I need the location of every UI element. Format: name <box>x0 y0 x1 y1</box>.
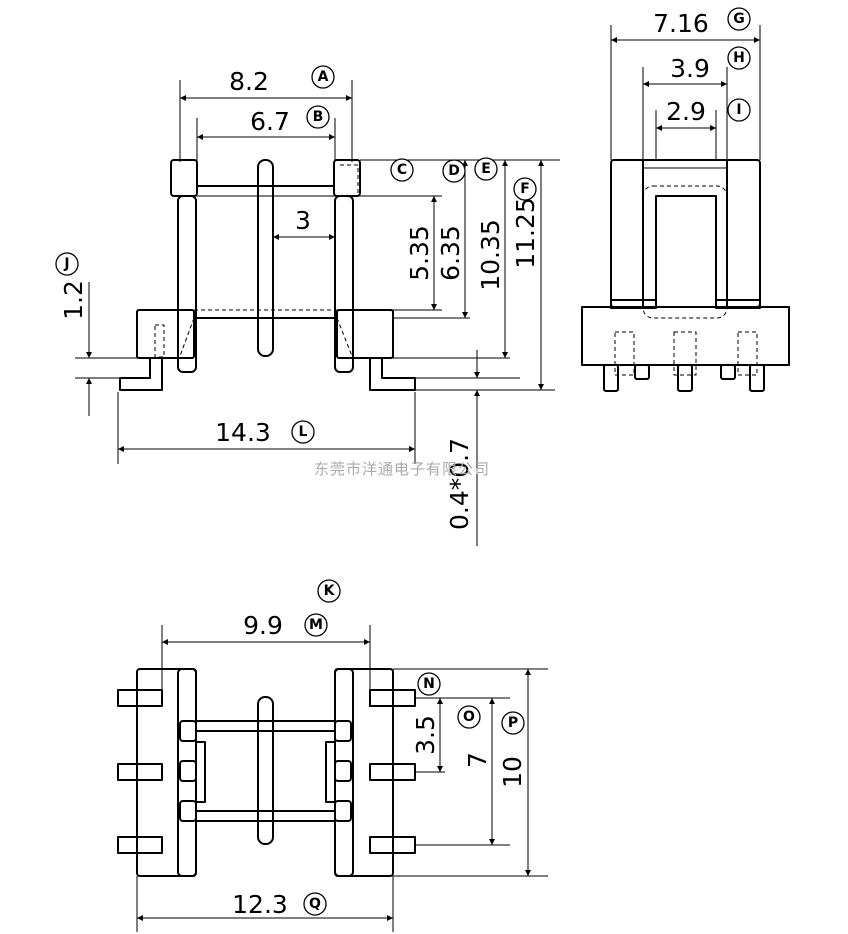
dim-6-35: 6.35 <box>436 225 465 281</box>
left-pin <box>119 358 163 391</box>
dim-8-2: 8.2 <box>229 67 269 96</box>
dim-12-3: 12.3 <box>232 890 288 919</box>
svg-text:C: C <box>397 162 407 178</box>
svg-text:I: I <box>736 102 741 118</box>
left-base-block <box>136 309 195 359</box>
side-base <box>581 306 790 366</box>
svg-text:J: J <box>63 256 69 272</box>
svg-text:K: K <box>324 583 336 599</box>
svg-text:E: E <box>481 161 491 177</box>
tag-h: H <box>727 46 751 70</box>
dim-3-9: 3.9 <box>670 54 710 83</box>
right-base-block <box>336 309 394 359</box>
tag-p: P <box>501 711 525 735</box>
bottom-center-divider <box>257 696 274 845</box>
svg-text:L: L <box>299 424 308 440</box>
bottom-view-dimensions: K 9.9 M 3.5 O N 7 10 P 12.3 Q <box>136 579 548 932</box>
svg-text:H: H <box>733 50 745 66</box>
dim-7: 7 <box>463 752 492 768</box>
dim-9-9: 9.9 <box>243 611 283 640</box>
tag-a: A <box>311 65 335 89</box>
svg-text:P: P <box>508 715 518 731</box>
dim-3-5: 3.5 <box>411 715 440 755</box>
dim-0-4x0-7: 0.4*0.7 <box>445 438 474 530</box>
tag-e: E <box>474 157 498 181</box>
dim-7-16: 7.16 <box>653 9 709 38</box>
tag-b: B <box>306 105 330 129</box>
svg-text:Q: Q <box>309 896 321 912</box>
top-left-flange <box>170 159 198 197</box>
tag-c: C <box>390 158 414 182</box>
watermark-text: 东莞市洋通电子有限公司 <box>314 460 490 478</box>
dim-3: 3 <box>295 206 311 235</box>
dim-10-35: 10.35 <box>476 219 505 291</box>
tag-q: Q <box>303 892 327 916</box>
front-view <box>119 159 416 391</box>
dim-5-35: 5.35 <box>405 225 434 281</box>
tag-d: D <box>442 159 466 183</box>
tag-k: K <box>317 579 341 603</box>
svg-text:B: B <box>313 109 324 125</box>
dim-11-25: 11.25 <box>511 197 540 269</box>
svg-text:O: O <box>463 709 475 725</box>
dim-1-2: 1.2 <box>59 280 88 320</box>
svg-text:A: A <box>318 69 329 85</box>
bottom-left-flange <box>136 668 197 877</box>
tag-l: L <box>291 420 315 444</box>
svg-text:N: N <box>423 676 435 692</box>
svg-text:F: F <box>520 181 530 197</box>
tag-n: N <box>417 672 441 696</box>
front-view-dimensions: 8.2 A 6.7 B 3 5.35 6.35 10.35 11.25 C D … <box>55 65 560 546</box>
bottom-right-flange <box>334 668 394 877</box>
tag-m: M <box>304 613 328 637</box>
right-pin <box>369 358 416 391</box>
side-core-window <box>655 195 717 308</box>
dim-14-3: 14.3 <box>215 418 271 447</box>
tag-g: G <box>727 7 751 31</box>
svg-text:D: D <box>448 163 460 179</box>
tag-i: I <box>727 98 751 122</box>
svg-text:M: M <box>309 617 323 633</box>
left-leg <box>177 195 197 373</box>
side-view-dimensions: 7.16 G 3.9 H 2.9 I <box>610 7 761 160</box>
dim-10: 10 <box>498 756 527 788</box>
right-leg <box>334 195 354 373</box>
dim-6-7: 6.7 <box>250 107 290 136</box>
center-divider <box>257 159 274 357</box>
side-body <box>610 159 761 308</box>
dim-2-9: 2.9 <box>666 97 706 126</box>
side-view <box>581 159 790 392</box>
bottom-view <box>117 668 416 877</box>
tag-f: F <box>513 177 537 201</box>
tag-j: J <box>55 252 79 276</box>
svg-text:G: G <box>733 11 745 27</box>
tag-o: O <box>457 705 481 729</box>
